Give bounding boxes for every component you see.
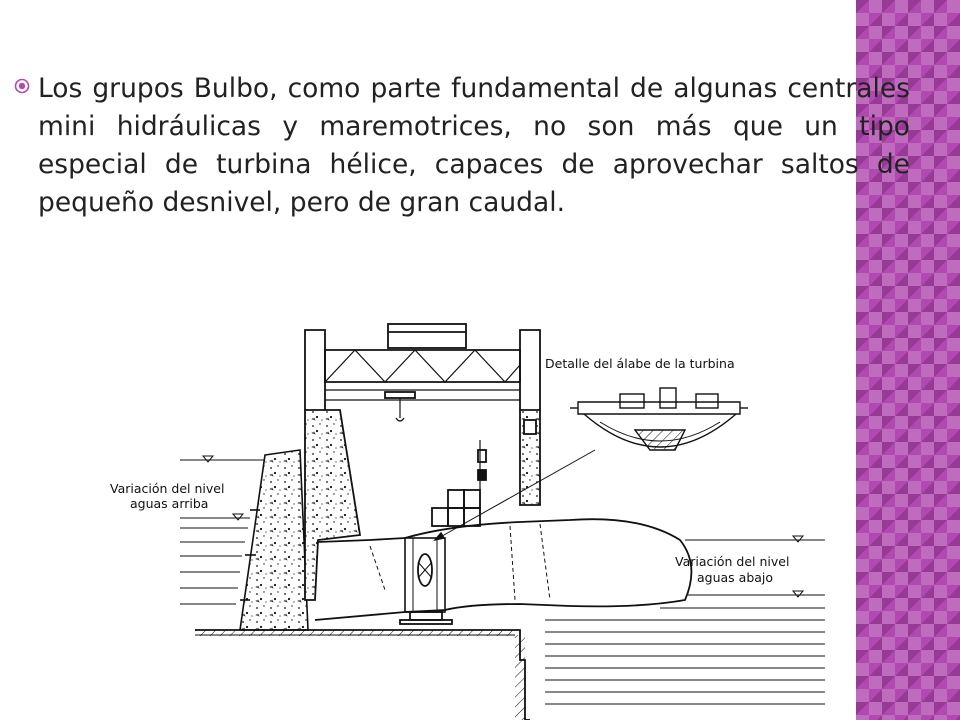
downstream-water (545, 535, 825, 705)
ground (195, 629, 530, 720)
upstream-label-line1: Variación del nivel (110, 481, 224, 496)
detail-title: Detalle del álabe de la turbina (545, 356, 735, 371)
downstream-label-line2: aguas abajo (697, 570, 773, 585)
water-passage (314, 518, 693, 625)
powerhouse (304, 323, 541, 601)
blade-detail-inset (433, 387, 748, 542)
upstream-water (180, 455, 268, 605)
bullet-icon (14, 78, 30, 94)
upstream-label-line2: aguas arriba (130, 496, 208, 511)
bullet-paragraph: Los grupos Bulbo, como parte fundamental… (38, 73, 910, 218)
downstream-label-line1: Variación del nivel (675, 554, 789, 569)
decorative-side-panel (856, 0, 960, 720)
bulb-turbine-diagram: Detalle del álabe de la turbina Variació… (100, 310, 850, 720)
turbine-cross-section: Detalle del álabe de la turbina Variació… (110, 323, 825, 720)
upstream-intake-wall (239, 449, 309, 631)
